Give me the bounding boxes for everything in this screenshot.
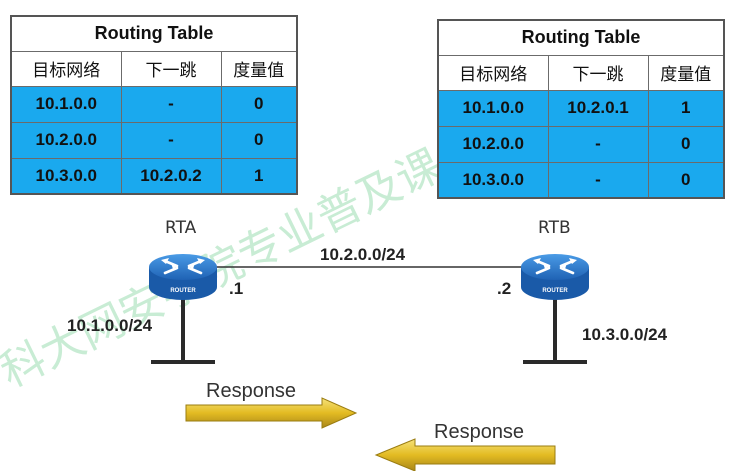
rtb-name-label: RTB bbox=[538, 218, 571, 238]
router-rta-icon: ROUTER bbox=[149, 254, 217, 300]
rtb-row1-next-hop: 10.2.0.1 bbox=[547, 89, 649, 127]
response-left-label: Response bbox=[434, 421, 525, 443]
rta-table-title: Routing Table bbox=[10, 15, 298, 52]
rta-routing-table: Routing Table 目标网络 下一跳 度量值 10.1.0.0 - 0 … bbox=[10, 15, 298, 195]
rtb-row3-next-hop: - bbox=[547, 161, 649, 199]
rta-row3-destination: 10.3.0.0 bbox=[10, 157, 122, 195]
rta-row2-next-hop: - bbox=[120, 121, 222, 159]
response-right-arrow bbox=[185, 397, 358, 429]
rtb-row2-destination: 10.2.0.0 bbox=[437, 125, 549, 163]
table-row: 10.1.0.0 10.2.0.1 1 bbox=[437, 89, 725, 127]
router-rtb-icon: ROUTER bbox=[521, 254, 589, 300]
rta-header-next-hop: 下一跳 bbox=[120, 50, 222, 87]
rtb-lan-network-label: 10.3.0.0/24 bbox=[582, 325, 668, 344]
rtb-row3-destination: 10.3.0.0 bbox=[437, 161, 549, 199]
rtb-routing-table: Routing Table 目标网络 下一跳 度量值 10.1.0.0 10.2… bbox=[437, 19, 725, 199]
rta-lan-network-label: 10.1.0.0/24 bbox=[67, 316, 153, 335]
rtb-router-badge: ROUTER bbox=[542, 288, 568, 294]
rta-name-label: RTA bbox=[165, 218, 197, 238]
table-row: 10.2.0.0 - 0 bbox=[437, 125, 725, 163]
rta-row3-metric: 1 bbox=[220, 157, 298, 195]
rta-interface-label: .1 bbox=[229, 279, 244, 298]
rtb-row2-metric: 0 bbox=[647, 125, 725, 163]
rtb-header-destination: 目标网络 bbox=[437, 54, 549, 91]
rta-router-badge: ROUTER bbox=[170, 288, 196, 294]
table-row: 10.3.0.0 - 0 bbox=[437, 161, 725, 199]
response-right-label: Response bbox=[206, 380, 297, 402]
table-row: 10.2.0.0 - 0 bbox=[10, 121, 298, 159]
rtb-table-title: Routing Table bbox=[437, 19, 725, 56]
rta-row1-metric: 0 bbox=[220, 85, 298, 123]
rta-row2-metric: 0 bbox=[220, 121, 298, 159]
rtb-row3-metric: 0 bbox=[647, 161, 725, 199]
rtb-row1-metric: 1 bbox=[647, 89, 725, 127]
rta-row2-destination: 10.2.0.0 bbox=[10, 121, 122, 159]
rta-row1-destination: 10.1.0.0 bbox=[10, 85, 122, 123]
table-row: 10.1.0.0 - 0 bbox=[10, 85, 298, 123]
table-row: 10.3.0.0 10.2.0.2 1 bbox=[10, 157, 298, 195]
rta-header-metric: 度量值 bbox=[220, 50, 298, 87]
rta-header-destination: 目标网络 bbox=[10, 50, 122, 87]
response-left-arrow bbox=[374, 438, 556, 471]
rtb-interface-label: .2 bbox=[497, 279, 512, 298]
rta-row3-next-hop: 10.2.0.2 bbox=[120, 157, 222, 195]
rtb-row1-destination: 10.1.0.0 bbox=[437, 89, 549, 127]
link-network-label: 10.2.0.0/24 bbox=[320, 245, 406, 264]
rtb-header-metric: 度量值 bbox=[647, 54, 725, 91]
rta-row1-next-hop: - bbox=[120, 85, 222, 123]
